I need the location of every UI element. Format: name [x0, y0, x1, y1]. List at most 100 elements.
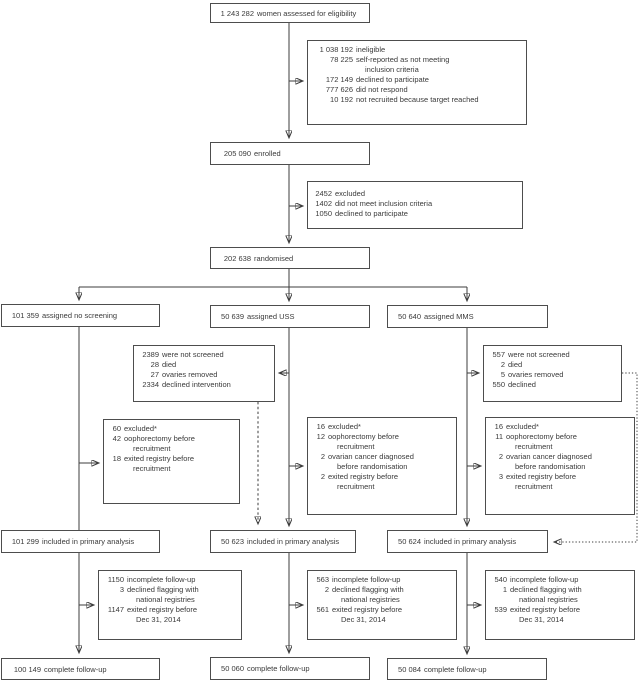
line-text: women assessed for eligibility — [257, 8, 357, 18]
line-text: assigned no screening — [42, 311, 118, 320]
line-text: recruitment — [515, 482, 553, 491]
count-value: 60 — [112, 424, 121, 433]
box-line: before randomisation — [492, 462, 629, 472]
count-value: 2452 — [315, 189, 332, 198]
line-text: declined flagging with — [127, 585, 199, 594]
line-text: declined intervention — [162, 380, 231, 389]
line-text: declined — [508, 380, 536, 389]
count-value: 78 225 — [330, 55, 353, 64]
line-text: excluded* — [506, 422, 539, 431]
line-text: oophorectomy before — [328, 432, 399, 441]
line-text: self-reported as not meeting — [356, 55, 450, 64]
count-value: 50 640 — [398, 312, 421, 321]
line-text: oophorectomy before — [506, 432, 577, 441]
line-text: oophorectomy before — [124, 434, 195, 443]
line-text: Dec 31, 2014 — [136, 615, 181, 624]
line-text: recruitment — [337, 482, 375, 491]
count-value: 540 — [494, 575, 507, 584]
line-text: were not screened — [162, 350, 224, 359]
line-text: exited registry before — [328, 472, 399, 481]
line-text: before randomisation — [515, 462, 586, 471]
count-value: 5 — [500, 370, 505, 379]
line-text: recruitment — [133, 464, 171, 473]
line-text: ovarian cancer diagnosed — [506, 452, 592, 461]
line-text: Dec 31, 2014 — [519, 615, 564, 624]
line-text: exited registry before — [506, 472, 577, 481]
count-value: 12 — [316, 432, 325, 441]
box-line: before randomisation — [314, 462, 451, 472]
count-value: 42 — [112, 434, 121, 443]
line-text: recruitment — [133, 444, 171, 453]
line-text: assigned USS — [247, 312, 295, 321]
count-value: 563 — [316, 575, 329, 584]
line-text: did not meet inclusion criteria — [335, 199, 433, 208]
line-text: ineligible — [356, 45, 386, 54]
count-value: 16 — [494, 422, 503, 431]
box-line: Dec 31, 2014 — [314, 615, 451, 625]
line-text: not recruited because target reached — [356, 95, 479, 104]
count-value: 1 243 282 — [220, 8, 254, 18]
line-text: declined flagging with — [332, 585, 404, 594]
count-value: 16 — [316, 422, 325, 431]
count-value: 2389 — [142, 350, 159, 359]
line-text: died — [162, 360, 177, 369]
count-value: 50 623 — [221, 537, 244, 546]
line-text: incomplete follow-up — [510, 575, 579, 584]
line-text: included in primary analysis — [247, 537, 340, 546]
line-text: assigned MMS — [424, 312, 474, 321]
line-text: complete follow-up — [44, 664, 107, 674]
line-text: exited registry before — [510, 605, 581, 614]
count-value: 550 — [492, 380, 505, 389]
count-value: 557 — [492, 350, 505, 359]
box-line: national registries — [492, 595, 629, 605]
line-text: declined to participate — [356, 75, 429, 84]
count-value: 172 149 — [325, 75, 353, 84]
line-text: national registries — [519, 595, 578, 604]
line-text: ovaries removed — [508, 370, 564, 379]
line-text: exited registry before — [124, 454, 195, 463]
line-text: declined flagging with — [510, 585, 582, 594]
line-text: incomplete follow-up — [332, 575, 401, 584]
count-value: 1 — [502, 585, 507, 594]
line-text: complete follow-up — [424, 664, 487, 674]
line-text: ovaries removed — [162, 370, 218, 379]
count-value: 50 639 — [221, 312, 244, 321]
line-text: incomplete follow-up — [127, 575, 196, 584]
line-text: were not screened — [508, 350, 570, 359]
line-text: excluded — [335, 189, 366, 198]
count-value: 27 — [150, 370, 159, 379]
